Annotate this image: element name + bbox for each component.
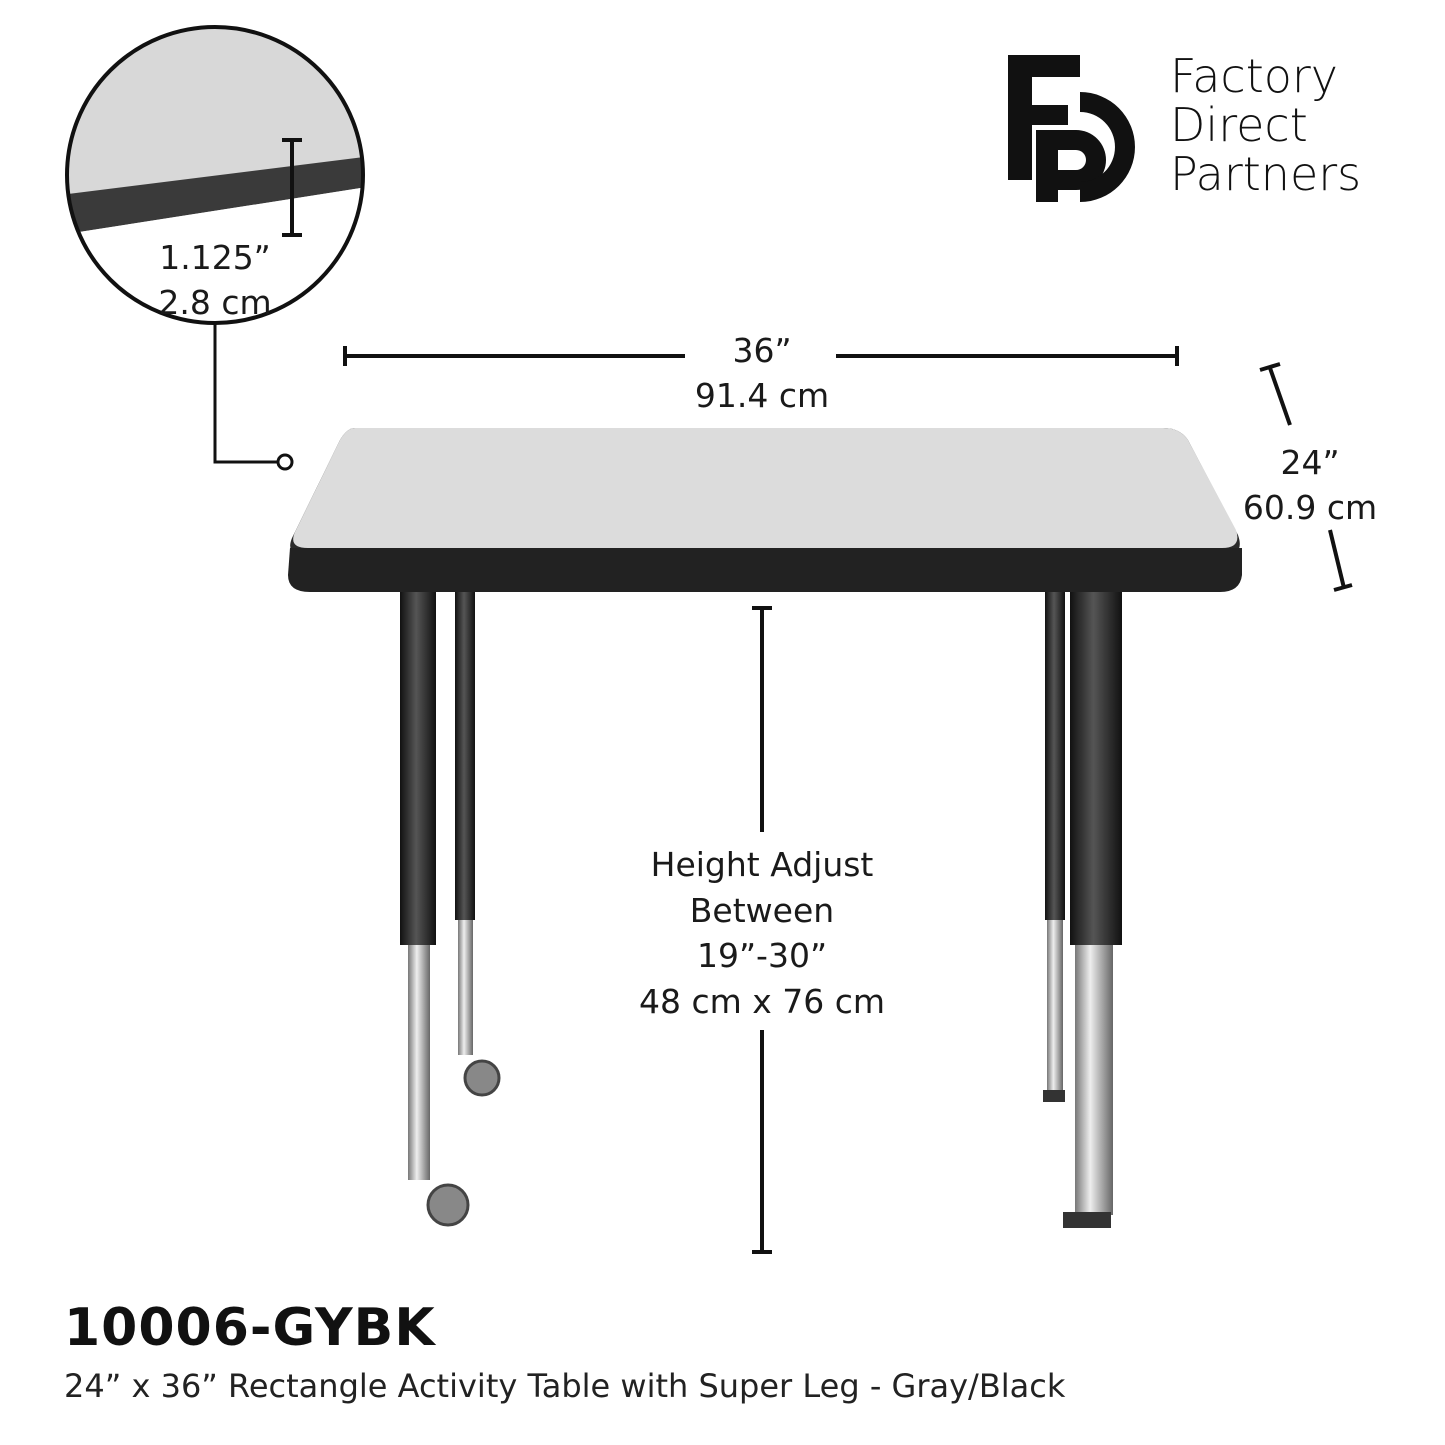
height-label-1: Height Adjust <box>650 845 874 884</box>
height-range-cm: 48 cm x 76 cm <box>638 982 886 1021</box>
height-label-2: Between <box>689 891 835 930</box>
brand-name: Factory Direct Partners <box>1170 52 1361 199</box>
width-cm: 91.4 cm <box>694 376 830 415</box>
product-sku: 10006-GYBK <box>64 1298 436 1358</box>
product-description: 24” x 36” Rectangle Activity Table with … <box>64 1367 1066 1405</box>
depth-cm: 60.9 cm <box>1242 488 1378 527</box>
thickness-in: 1.125” <box>159 238 271 277</box>
brand-line: Factory <box>1170 49 1339 103</box>
width-in: 36” <box>732 331 792 370</box>
table-top <box>288 428 1242 592</box>
depth-in: 24” <box>1280 443 1340 482</box>
brand-line: Partners <box>1170 147 1362 201</box>
brand-line: Direct <box>1170 98 1308 152</box>
legs <box>400 590 1122 1228</box>
height-range-in: 19”-30” <box>696 936 828 975</box>
brand-logo <box>1008 55 1135 202</box>
thickness-cm: 2.8 cm <box>158 283 272 322</box>
